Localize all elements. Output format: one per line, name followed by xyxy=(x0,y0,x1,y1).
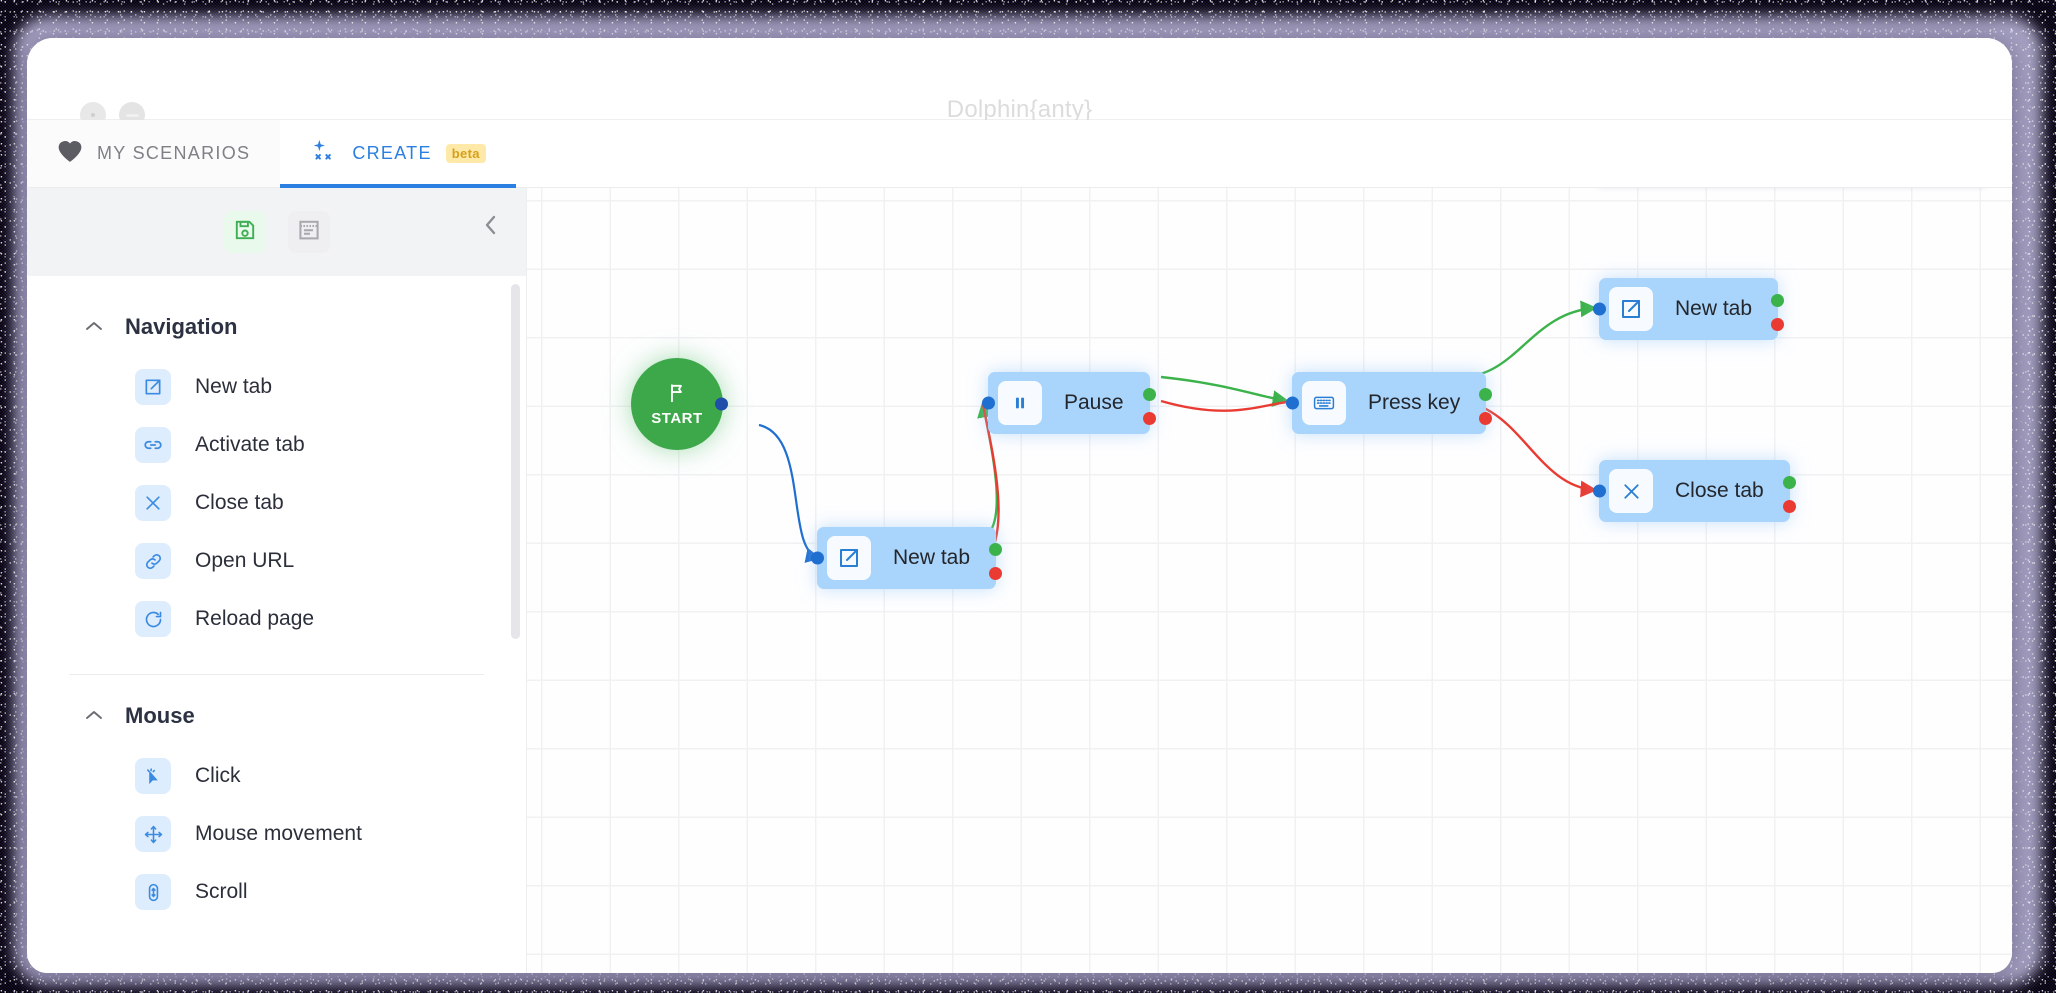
tab-label: MY SCENARIOS xyxy=(97,143,251,163)
reload-icon xyxy=(135,601,171,637)
external-link-icon xyxy=(1609,287,1653,331)
app-window: Dolphin{anty} MY SCENARIOS CREATE xyxy=(27,38,2012,973)
chain-link-icon xyxy=(135,543,171,579)
input-port[interactable] xyxy=(1286,396,1299,410)
link-dash-icon xyxy=(135,427,171,463)
node-label: Press key xyxy=(1368,391,1461,414)
input-port[interactable] xyxy=(1593,302,1606,316)
success-output-port[interactable] xyxy=(989,543,1003,556)
sidebar-item-label: Scroll xyxy=(195,880,248,903)
sidebar-item-label: Mouse movement xyxy=(195,822,362,845)
external-link-icon xyxy=(827,536,871,580)
error-output-port[interactable] xyxy=(1771,318,1785,331)
minus-icon xyxy=(125,113,139,117)
start-node[interactable]: START xyxy=(631,358,728,450)
tab-strip: MY SCENARIOS CREATE beta xyxy=(27,120,2012,188)
input-port[interactable] xyxy=(1593,484,1606,498)
sidebar-item-mouse-movement[interactable]: Mouse movement xyxy=(27,805,526,863)
dot-icon xyxy=(91,113,95,117)
app-body: Navigation New tab Activate tab xyxy=(27,188,2012,973)
close-x-icon xyxy=(1609,469,1653,513)
sidebar-toolbar xyxy=(27,188,526,276)
close-x-icon xyxy=(135,485,171,521)
start-output-port[interactable] xyxy=(715,397,728,411)
group-title: Mouse xyxy=(125,703,195,728)
node-new-tab-2[interactable]: New tab xyxy=(1593,278,1785,340)
node-label: New tab xyxy=(893,546,971,569)
scenario-form-button[interactable] xyxy=(287,211,330,253)
node-pause[interactable]: Pause xyxy=(982,372,1156,434)
chevron-up-icon xyxy=(85,317,103,337)
external-link-icon xyxy=(135,369,171,405)
tab-my-scenarios[interactable]: MY SCENARIOS xyxy=(27,120,281,187)
success-output-port[interactable] xyxy=(1771,294,1785,307)
node-close-tab[interactable]: Close tab xyxy=(1593,460,1796,522)
cursor-click-icon xyxy=(135,758,171,794)
sidebar-item-scroll[interactable]: Scroll xyxy=(27,863,526,921)
sparkle-icon xyxy=(310,137,338,170)
success-output-port[interactable] xyxy=(1142,388,1156,401)
sidebar-item-new-tab[interactable]: New tab xyxy=(27,358,526,416)
error-output-port[interactable] xyxy=(1142,412,1156,425)
chevron-up-icon xyxy=(85,706,103,726)
sidebar-item-label: Close tab xyxy=(195,491,284,514)
error-output-port[interactable] xyxy=(989,567,1003,580)
start-node-label: START xyxy=(651,409,703,427)
node-new-tab-1[interactable]: New tab xyxy=(811,527,1003,589)
node-label: New tab xyxy=(1675,297,1753,320)
sidebar-group-navigation[interactable]: Navigation xyxy=(27,286,526,358)
beta-badge: beta xyxy=(445,144,486,163)
sidebar-item-open-url[interactable]: Open URL xyxy=(27,532,526,590)
save-icon xyxy=(233,218,257,247)
error-output-port[interactable] xyxy=(1479,412,1493,425)
sidebar-item-reload-page[interactable]: Reload page xyxy=(27,590,526,648)
title-bar: Dolphin{anty} xyxy=(27,38,2012,128)
page-title: Dolphin{anty} xyxy=(946,96,1093,123)
save-scenario-button[interactable] xyxy=(223,211,266,253)
sidebar-item-click[interactable]: Click xyxy=(27,747,526,805)
scroll-icon xyxy=(135,874,171,910)
sidebar-group-mouse[interactable]: Mouse xyxy=(27,675,526,747)
pause-icon xyxy=(998,381,1042,425)
tab-create[interactable]: CREATE beta xyxy=(280,120,517,188)
sidebar-item-label: Reload page xyxy=(195,607,315,630)
sidebar-scrollbar[interactable] xyxy=(511,284,520,639)
flag-icon xyxy=(666,382,688,408)
node-label: Close tab xyxy=(1675,479,1764,502)
success-output-port[interactable] xyxy=(1479,388,1493,401)
sidebar-item-activate-tab[interactable]: Activate tab xyxy=(27,416,526,474)
success-output-port[interactable] xyxy=(1782,476,1796,489)
scenario-canvas[interactable]: START New tab xyxy=(527,188,2012,973)
heart-icon xyxy=(57,139,83,168)
actions-sidebar: Navigation New tab Activate tab xyxy=(27,188,527,973)
tab-label: CREATE xyxy=(352,143,432,163)
sidebar-item-label: Click xyxy=(195,764,241,787)
collapse-sidebar-button[interactable] xyxy=(478,214,504,240)
input-port[interactable] xyxy=(811,551,824,565)
sidebar-item-label: New tab xyxy=(195,375,273,398)
sidebar-scroll-area[interactable]: Navigation New tab Activate tab xyxy=(27,276,526,973)
sidebar-item-label: Open URL xyxy=(195,549,295,572)
keyboard-icon xyxy=(1302,381,1346,425)
input-port[interactable] xyxy=(982,396,995,410)
node-press-key[interactable]: Press key xyxy=(1286,372,1493,434)
sidebar-item-label: Activate tab xyxy=(195,433,305,456)
error-output-port[interactable] xyxy=(1782,500,1796,513)
sidebar-divider xyxy=(69,674,484,675)
form-icon xyxy=(297,218,321,247)
move-arrows-icon xyxy=(135,816,171,852)
group-title: Navigation xyxy=(125,314,238,339)
sidebar-item-close-tab[interactable]: Close tab xyxy=(27,474,526,532)
edge-layer xyxy=(758,300,1598,563)
chevron-left-icon xyxy=(481,212,501,242)
node-label: Pause xyxy=(1064,391,1124,414)
